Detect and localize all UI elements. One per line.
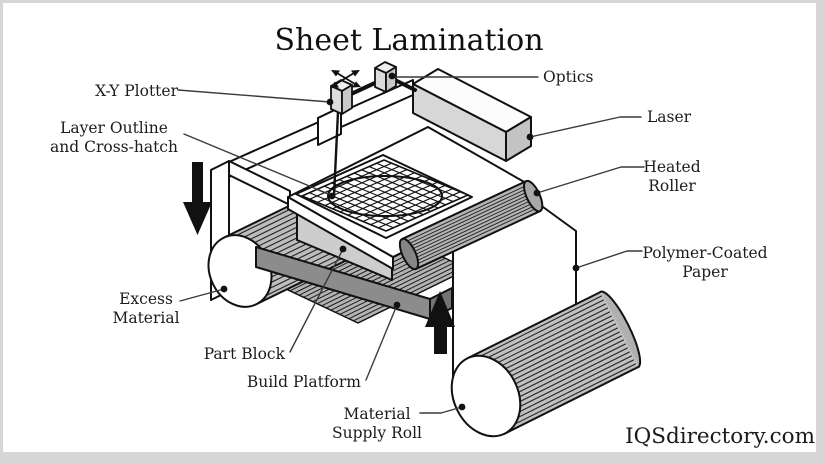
label-excess-material: Excess Material: [112, 290, 180, 328]
material-supply-roll: [450, 290, 642, 438]
layer-outline-circle: [327, 175, 443, 217]
label-polymer-coated-paper: Polymer-Coated Paper: [642, 244, 768, 282]
up-arrow-icon: [425, 291, 455, 354]
heated-roller: [398, 179, 544, 271]
label-xy-plotter: X-Y Plotter: [95, 82, 178, 100]
label-build-platform: Build Platform: [246, 373, 361, 391]
xy-motion-arrows-icon: [330, 70, 361, 88]
label-part-block: Part Block: [203, 345, 285, 363]
label-optics: Optics: [543, 68, 594, 86]
label-layer-outline: Layer Outline and Cross-hatch: [50, 119, 178, 157]
beam-link-plotter-optics: [347, 80, 379, 97]
layer-outline-crosshatch: [295, 154, 473, 239]
leader-dots: [220, 72, 580, 411]
optics-box: [374, 61, 397, 93]
leader-lines: [177, 76, 645, 414]
label-heated-roller: Heated Roller: [643, 158, 701, 196]
laser-box: [412, 68, 532, 162]
xy-plotter-box: [330, 79, 353, 115]
label-material-supply-roll: Material Supply Roll: [331, 405, 422, 443]
laser-beam: [332, 110, 340, 198]
down-arrow-icon: [183, 162, 212, 235]
page-title: Sheet Lamination: [274, 23, 544, 58]
label-laser: Laser: [647, 108, 692, 126]
watermark: IQSdirectory.com: [625, 424, 815, 449]
